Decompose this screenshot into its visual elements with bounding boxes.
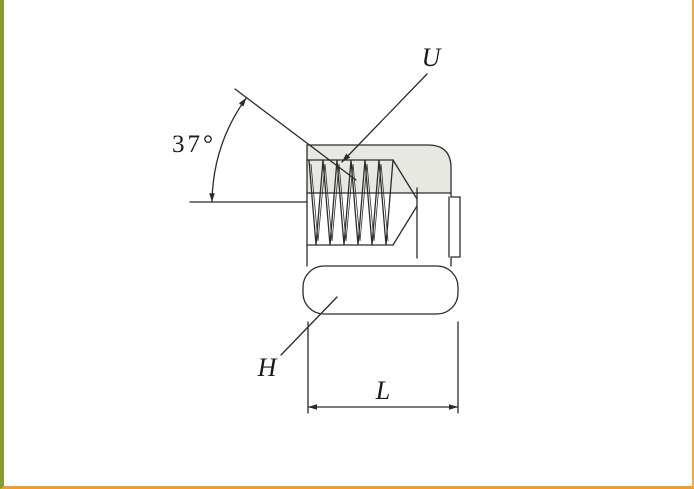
length-dimension: L <box>307 321 459 414</box>
angle-annotation: 37° <box>172 88 357 203</box>
part-outline <box>306 144 461 267</box>
thread-leader-line <box>341 73 428 163</box>
thread-hatching-inner <box>310 163 389 242</box>
angle-reference-line <box>234 88 357 181</box>
thread-bore <box>306 159 418 246</box>
technical-drawing: 37° U H L <box>172 43 461 414</box>
thread-label: U <box>422 43 443 72</box>
thread-callout: U <box>341 43 443 163</box>
hex-body <box>302 265 459 315</box>
length-arrow-right <box>449 404 458 410</box>
angle-arc <box>211 96 248 203</box>
length-label: L <box>375 376 390 405</box>
hex-callout: H <box>257 296 338 382</box>
hex-label: H <box>257 353 278 382</box>
section-shade <box>307 145 451 193</box>
flare-cone-lines <box>392 159 418 246</box>
thread-hatching <box>308 159 394 246</box>
part-body <box>302 144 461 315</box>
thread-leader-arrow <box>342 153 351 162</box>
hex-leader-line <box>280 296 338 356</box>
angle-label: 37° <box>172 131 216 158</box>
length-arrow-left <box>308 404 317 410</box>
angle-arc-arrow-bottom <box>209 193 215 202</box>
angle-arc-arrow-top <box>238 97 247 107</box>
